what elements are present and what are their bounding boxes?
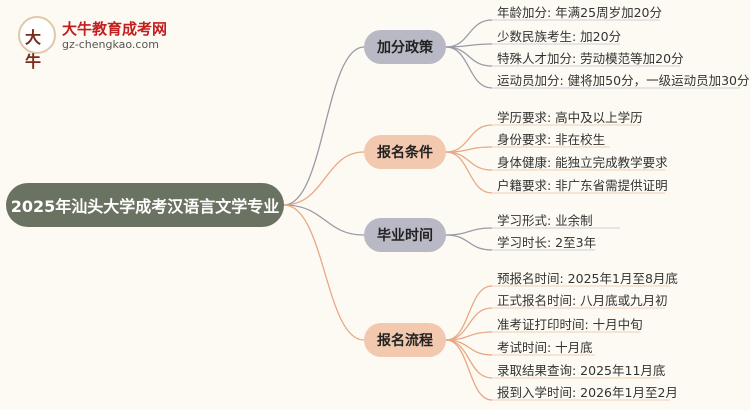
branch-node-requirements: 报名条件 [364,135,446,169]
leaf-residence-requirement: 户籍要求: 非广东省需提供证明 [497,178,668,193]
leaf-exam-time: 考试时间: 十月底 [497,340,593,355]
leaf-enrollment-time: 报到入学时间: 2026年1月至2月 [497,385,678,400]
leaf-pre-registration: 预报名时间: 2025年1月至8月底 [497,271,678,286]
leaf-study-duration: 学习时长: 2至3年 [497,235,597,250]
logo-glyph: 大牛 [25,28,42,71]
logo-site-url: gz-chengkao.com [62,38,159,51]
branch-node-bonus-policy: 加分政策 [364,30,446,64]
leaf-education-requirement: 学历要求: 高中及以上学历 [497,110,643,125]
logo-emblem-icon: 大牛 [18,16,56,71]
branch-node-graduation: 毕业时间 [364,218,446,252]
root-node: 2025年汕头大学成考汉语言文学专业 [6,183,284,227]
leaf-study-form: 学习形式: 业余制 [497,213,593,228]
leaf-health-requirement: 身体健康: 能独立完成教学要求 [497,155,668,170]
leaf-formal-registration: 正式报名时间: 八月底或九月初 [497,293,668,308]
branch-node-process: 报名流程 [364,323,446,357]
leaf-age-bonus: 年龄加分: 年满25周岁加20分 [497,5,662,20]
logo-site-name: 大牛教育成考网 [62,20,168,38]
leaf-admission-ticket: 准考证打印时间: 十月中旬 [497,317,643,332]
leaf-special-talent-bonus: 特殊人才加分: 劳动模范等加20分 [497,51,684,66]
leaf-athlete-bonus: 运动员加分: 健将加50分，一级运动员加30分 [497,73,750,88]
leaf-identity-requirement: 身份要求: 非在校生 [497,132,606,147]
leaf-minority-bonus: 少数民族考生: 加20分 [497,29,622,44]
leaf-result-query: 录取结果查询: 2025年11月底 [497,363,666,378]
site-logo[interactable]: 大牛 大牛教育成考网 gz-chengkao.com [18,14,168,71]
